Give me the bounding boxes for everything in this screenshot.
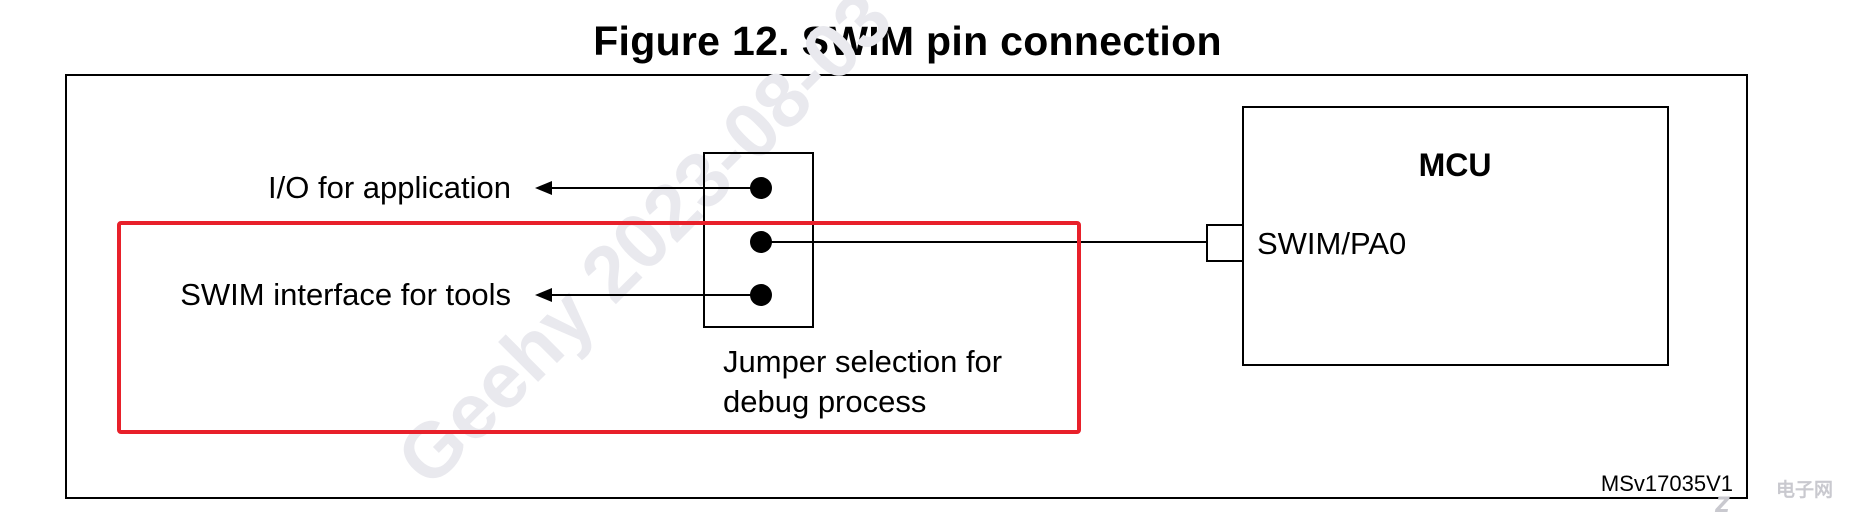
label-jumper-line1: Jumper selection for (723, 344, 1002, 379)
figure-frame (65, 74, 1748, 499)
highlight-box (117, 221, 1081, 434)
figure-reference: MSv17035V1 (1601, 471, 1733, 496)
arrow-head-swim (535, 288, 552, 302)
mcu-pin-square (1206, 224, 1244, 262)
corner-logo: z 电子网 (1714, 478, 1833, 519)
label-jumper-line2: debug process (723, 384, 926, 419)
label-swim-pin: SWIM/PA0 (1257, 226, 1406, 261)
label-mcu: MCU (1419, 147, 1492, 183)
label-io-application: I/O for application (268, 170, 511, 205)
jumper-block (703, 152, 814, 328)
label-swim-interface: SWIM interface for tools (180, 277, 511, 312)
figure-title: Figure 12. SWIM pin connection (593, 18, 1222, 64)
corner-logo-text: 电子网 (1776, 478, 1833, 501)
corner-logo-mark: z (1714, 486, 1730, 519)
mcu-box (1242, 106, 1669, 366)
arrow-head-io (535, 181, 552, 195)
